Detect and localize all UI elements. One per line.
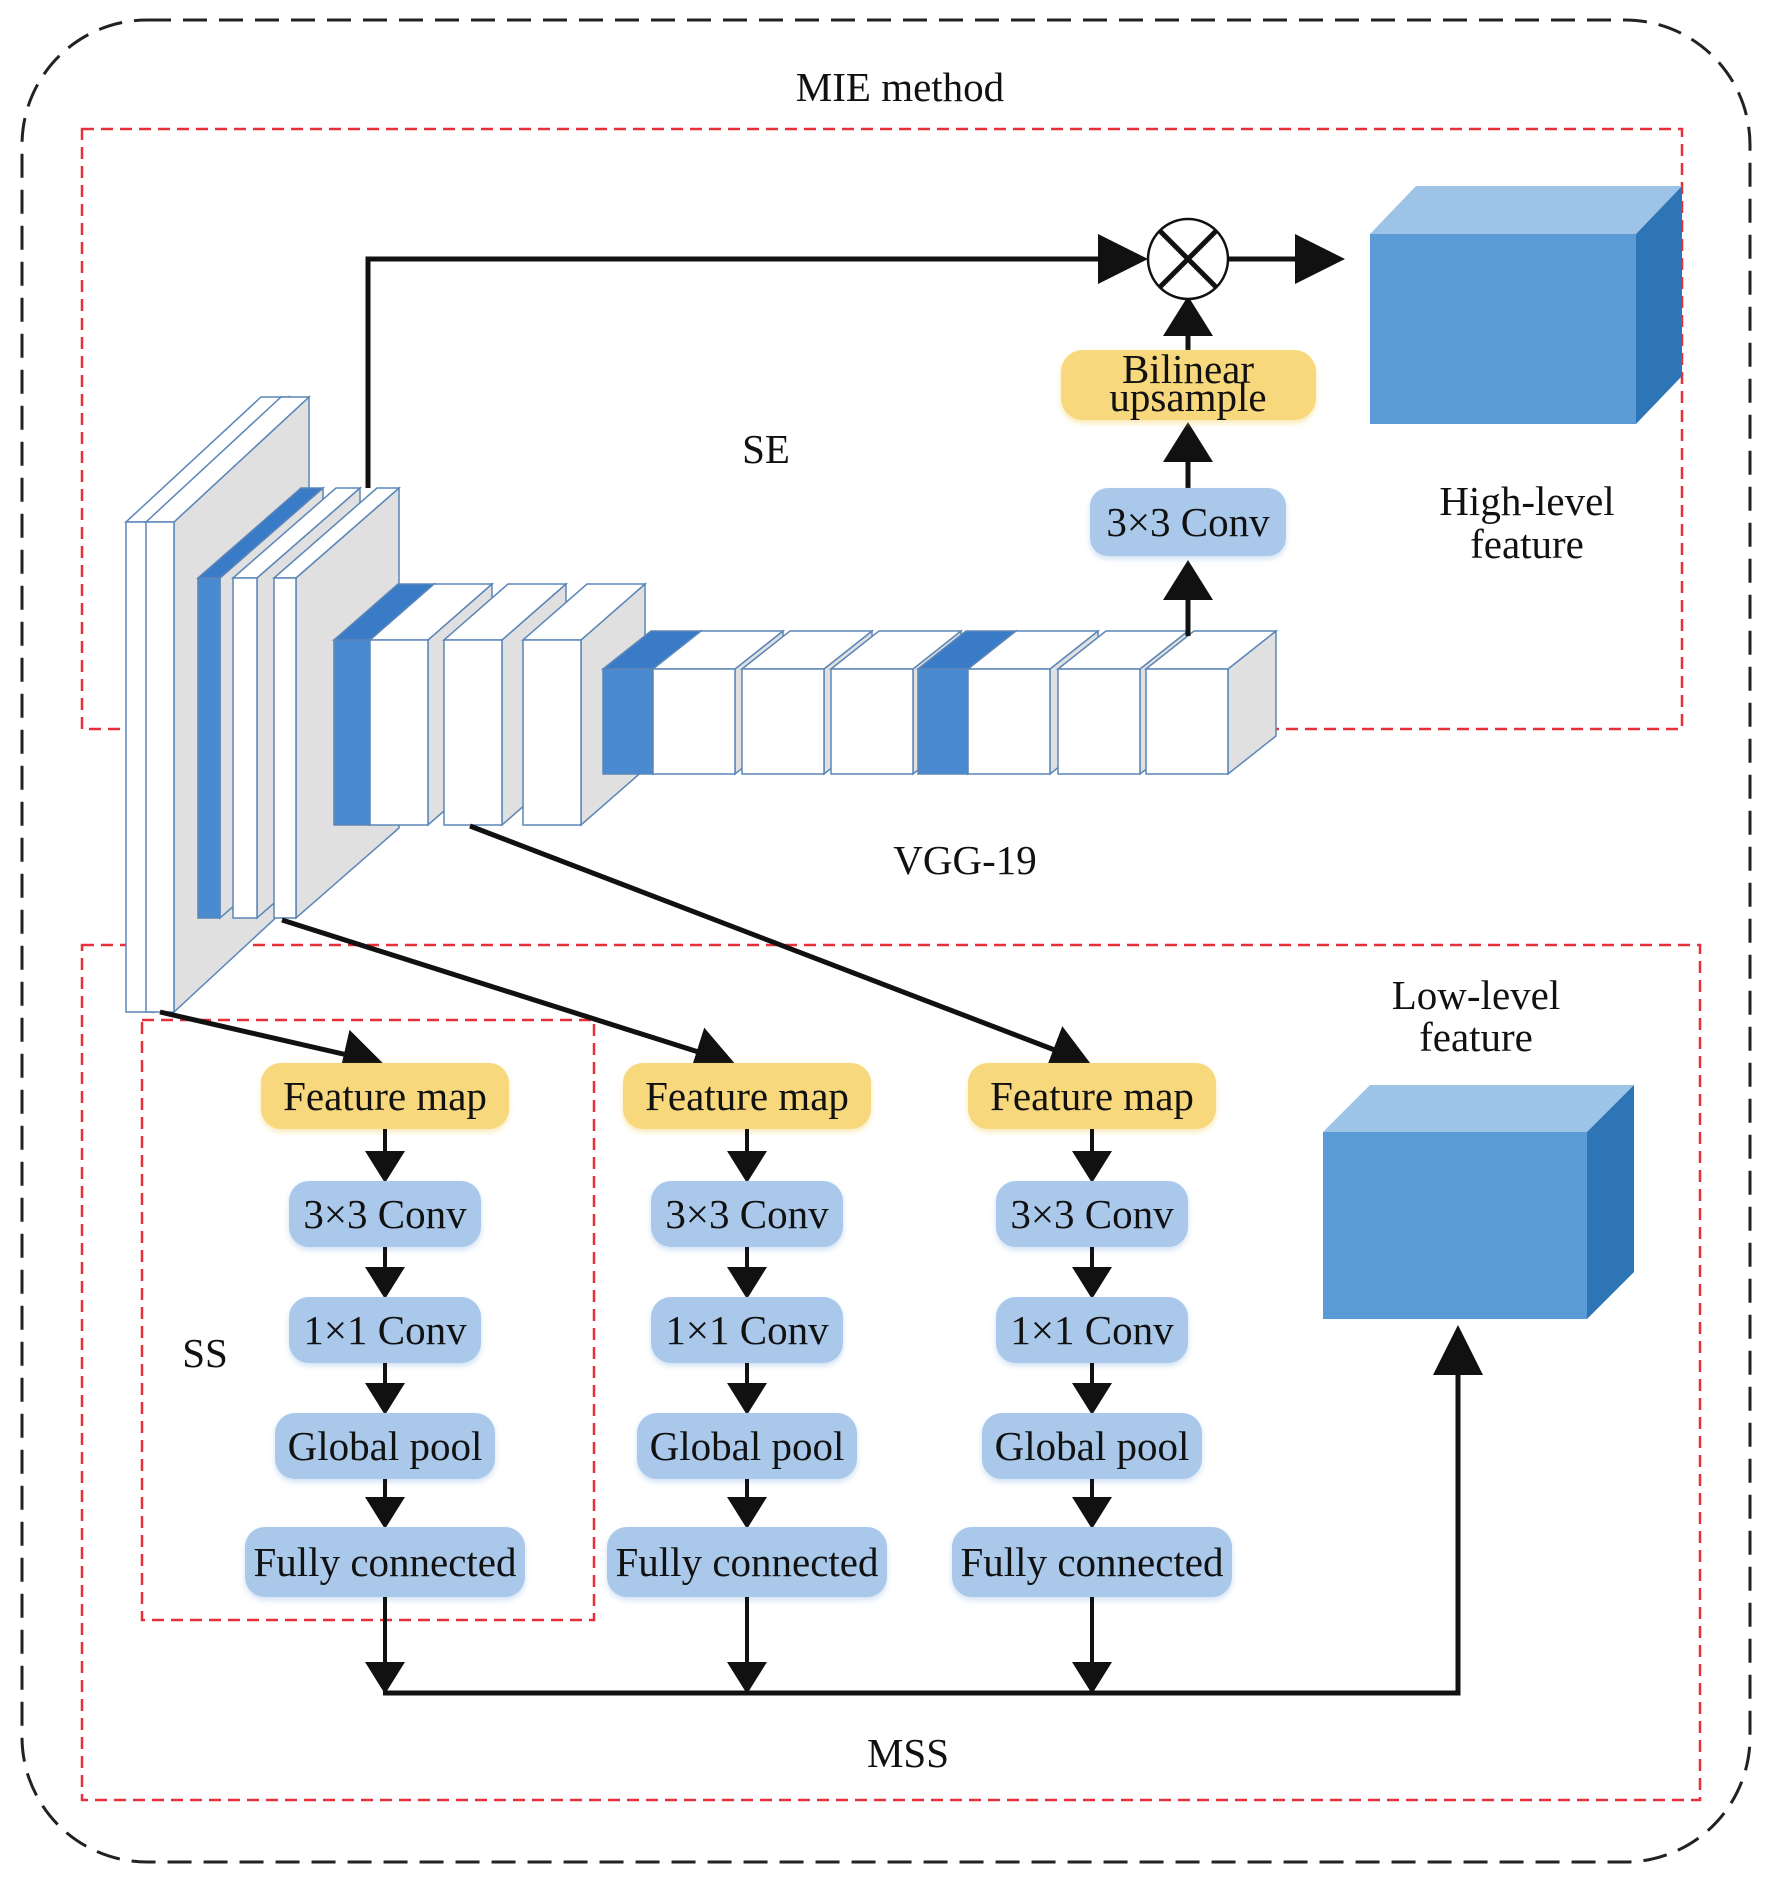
backbone-to-feature-map-3 xyxy=(469,823,1091,1073)
mss-step-label: Global pool xyxy=(995,1423,1190,1469)
mss-step-label: 1×1 Conv xyxy=(665,1307,829,1353)
mie-method-frame xyxy=(20,18,1752,1864)
se-upsample-label-2: upsample xyxy=(1109,374,1266,420)
mss-step-box: Fully connected xyxy=(952,1527,1232,1600)
se-conv-box: 3×3 Conv xyxy=(1090,488,1286,559)
mss-step-box: 1×1 Conv xyxy=(289,1297,481,1366)
mss-region xyxy=(80,943,1702,1802)
mss-step-box: 1×1 Conv xyxy=(651,1297,843,1366)
high-level-feature-label-2: feature xyxy=(1470,521,1584,567)
se-upsample-label-1: Bilinear xyxy=(1122,346,1254,392)
ss-region-label: SS xyxy=(182,1330,228,1376)
mss-step-box: 3×3 Conv xyxy=(289,1181,481,1250)
low-level-feature-cube xyxy=(1323,1085,1634,1319)
mss-step-label: Feature map xyxy=(990,1073,1194,1119)
mie-method-title: MIE method xyxy=(796,64,1004,110)
se-region xyxy=(80,127,1684,731)
mss-step-box: Global pool xyxy=(982,1413,1202,1482)
mss-step-label: Feature map xyxy=(283,1073,487,1119)
mss-step-box: Fully connected xyxy=(245,1527,525,1600)
high-level-feature-label-1: High-level xyxy=(1439,478,1614,524)
backbone-to-feature-map-2 xyxy=(281,917,735,1076)
multiply-node xyxy=(1146,217,1230,301)
mss-step-label: Fully connected xyxy=(253,1539,516,1585)
mss-step-label: 3×3 Conv xyxy=(665,1191,829,1237)
mss-step-label: Global pool xyxy=(288,1423,483,1469)
mss-step-label: 3×3 Conv xyxy=(1010,1191,1174,1237)
mss-step-label: 1×1 Conv xyxy=(1010,1307,1174,1353)
low-level-feature-label-2: feature xyxy=(1419,1014,1533,1060)
backbone-to-feature-map-1 xyxy=(159,1009,383,1079)
vgg-19-label: VGG-19 xyxy=(893,837,1036,883)
mss-region-label: MSS xyxy=(867,1730,949,1776)
ss-region xyxy=(140,1018,596,1622)
se-branch: 3×3 Conv Bilinear upsample High-level fe… xyxy=(365,186,1682,636)
low-level-feature-label-1: Low-level xyxy=(1392,972,1560,1018)
mss-step-label: Fully connected xyxy=(615,1539,878,1585)
mss-step-label: Fully connected xyxy=(960,1539,1223,1585)
mss-step-box: Feature map xyxy=(968,1063,1216,1132)
se-conv-label: 3×3 Conv xyxy=(1106,499,1270,545)
se-skip-arrow xyxy=(365,234,1148,488)
vgg-19-backbone xyxy=(124,395,1279,1014)
mss-step-box: 3×3 Conv xyxy=(996,1181,1188,1250)
mss-step-box: 1×1 Conv xyxy=(996,1297,1188,1366)
mss-step-label: 1×1 Conv xyxy=(303,1307,467,1353)
se-upsample-box: Bilinear upsample xyxy=(1061,346,1316,423)
mss-step-box: Feature map xyxy=(623,1063,871,1132)
mss-step-box: Global pool xyxy=(637,1413,857,1482)
mss-step-label: Global pool xyxy=(650,1423,845,1469)
se-region-label: SE xyxy=(742,426,790,472)
mss-step-box: Global pool xyxy=(275,1413,495,1482)
mss-step-label: Feature map xyxy=(645,1073,849,1119)
high-level-feature-cube xyxy=(1370,186,1682,424)
mss-step-label: 3×3 Conv xyxy=(303,1191,467,1237)
mss-step-box: Feature map xyxy=(261,1063,509,1132)
mss-step-box: 3×3 Conv xyxy=(651,1181,843,1250)
vgg-layer xyxy=(1143,629,1279,776)
mss-step-box: Fully connected xyxy=(607,1527,887,1600)
mss-bus-arrow xyxy=(383,1325,1483,1696)
